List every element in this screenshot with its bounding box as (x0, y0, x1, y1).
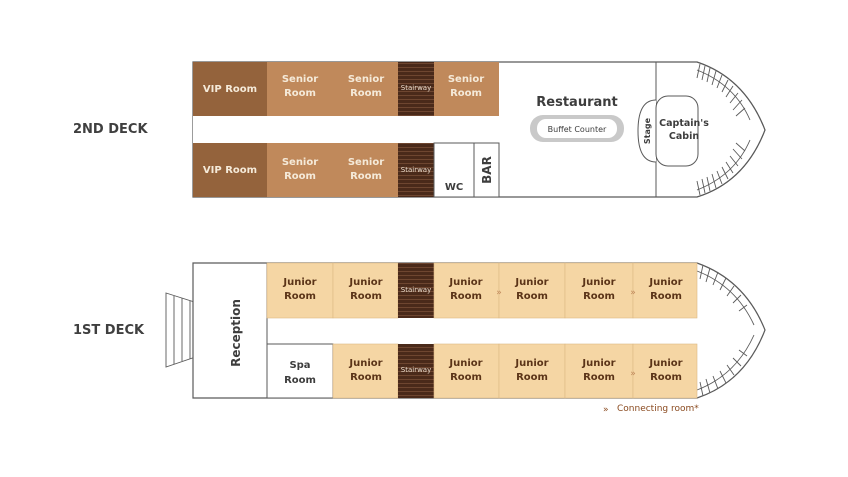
junior-room-top-3-label-line2: Room (450, 291, 482, 302)
spa-room-label-line1: Spa (289, 360, 310, 371)
second-deck: 2ND DECK VIP Room Senior Room Senior Roo… (73, 61, 766, 198)
reception-label: Reception (229, 299, 243, 367)
stage (637, 99, 657, 163)
captains-cabin-label-line2: Cabin (669, 131, 699, 142)
senior-room-2-label-line1: Senior (348, 74, 384, 85)
bar-label: BAR (480, 156, 494, 184)
junior-room-bottom-5-label-line1: Junior (648, 358, 682, 369)
junior-room-top-6-label-line1: Junior (648, 277, 682, 288)
junior-room-top-4-label-line1: Junior (514, 277, 548, 288)
buffet-counter-inner (537, 119, 617, 138)
stairway-first-bottom-label: Stairway (401, 366, 431, 374)
senior-room-3-label-line1: Senior (448, 74, 484, 85)
stairway-first-bottom (398, 344, 434, 398)
junior-room-bottom-5[interactable] (632, 343, 698, 399)
junior-room-bottom-2-label-line1: Junior (448, 358, 482, 369)
junior-room-top-4-label-line2: Room (516, 291, 548, 302)
connecting-room-legend-label: Connecting room* (617, 404, 699, 414)
junior-room-bottom-4-label-line2: Room (583, 372, 615, 383)
buffet-counter-label: Buffet Counter (548, 125, 607, 134)
junior-room-top-4[interactable] (498, 262, 566, 319)
vip-room-bottom-label: VIP Room (203, 165, 257, 176)
junior-room-bottom-4-label-line1: Junior (581, 358, 615, 369)
junior-room-bottom-1[interactable] (332, 343, 399, 399)
second-deck-label: 2ND DECK (73, 122, 148, 137)
junior-room-bottom-1-label-line2: Room (350, 372, 382, 383)
senior-room-2-label-line2: Room (350, 88, 382, 99)
vip-room-bottom[interactable] (193, 143, 267, 197)
vip-room-top[interactable] (193, 62, 267, 116)
second-deck-bow-rails (696, 61, 766, 198)
junior-room-top-6-label-line2: Room (650, 291, 682, 302)
stage-label: Stage (643, 117, 652, 144)
junior-room-top-3[interactable] (433, 262, 500, 319)
first-deck-label: 1ST DECK (73, 323, 145, 338)
senior-room-3-label-line2: Room (450, 88, 482, 99)
junior-room-bottom-1-label-line1: Junior (348, 358, 382, 369)
senior-room-1[interactable] (267, 62, 333, 116)
junior-room-bottom-4[interactable] (564, 343, 634, 399)
senior-room-5-label-line1: Senior (348, 157, 384, 168)
bar-room[interactable] (473, 142, 500, 198)
restaurant-label: Restaurant (536, 95, 617, 110)
junior-room-top-1-label-line1: Junior (282, 277, 316, 288)
junior-room-top-1-label-line2: Room (284, 291, 316, 302)
junior-room-top-2-label-line2: Room (350, 291, 382, 302)
stairway-first-top-label: Stairway (401, 286, 431, 294)
legend: » Connecting room* (603, 404, 699, 415)
junior-room-bottom-3[interactable] (498, 343, 566, 399)
wc-label: WC (445, 182, 463, 193)
senior-room-4[interactable] (267, 143, 333, 197)
senior-room-4-label-line2: Room (284, 171, 316, 182)
stairway-second-bottom-label: Stairway (401, 166, 431, 174)
first-deck: 1ST DECK Reception Junior Room Junior Ro… (73, 262, 766, 399)
stairway-second-bottom (398, 143, 434, 197)
connecting-arrow-icon: » (496, 288, 502, 298)
vip-room-top-label: VIP Room (203, 84, 257, 95)
captains-cabin[interactable] (655, 95, 699, 167)
senior-room-1-label-line2: Room (284, 88, 316, 99)
senior-room-5-label-line2: Room (350, 171, 382, 182)
spa-room-label-line2: Room (284, 375, 316, 386)
junior-room-bottom-2[interactable] (433, 343, 500, 399)
spa-room[interactable] (266, 343, 334, 399)
second-deck-corridor (193, 116, 499, 143)
junior-room-top-2[interactable] (332, 262, 399, 319)
junior-room-top-6[interactable] (632, 262, 698, 319)
senior-room-4-label-line1: Senior (282, 157, 318, 168)
junior-room-top-5-label-line1: Junior (581, 277, 615, 288)
first-deck-bow-rails (696, 264, 755, 397)
senior-room-1-label-line1: Senior (282, 74, 318, 85)
stairway-first-top (398, 263, 434, 318)
junior-room-bottom-3-label-line2: Room (516, 372, 548, 383)
connecting-arrow-icon: » (603, 405, 609, 415)
senior-room-2[interactable] (333, 62, 398, 116)
junior-room-top-1[interactable] (266, 262, 334, 319)
connecting-arrow-icon: » (630, 369, 636, 379)
junior-room-top-5-label-line2: Room (583, 291, 615, 302)
junior-room-top-3-label-line1: Junior (448, 277, 482, 288)
stairway-second-top (398, 62, 434, 116)
captains-cabin-label-line1: Captain's (659, 118, 709, 129)
junior-room-bottom-2-label-line2: Room (450, 372, 482, 383)
senior-room-3[interactable] (434, 62, 499, 116)
connecting-arrow-icon: » (630, 288, 636, 298)
junior-room-bottom-5-label-line2: Room (650, 372, 682, 383)
junior-room-top-2-label-line1: Junior (348, 277, 382, 288)
junior-room-bottom-3-label-line1: Junior (514, 358, 548, 369)
senior-room-5[interactable] (333, 143, 398, 197)
junior-room-top-5[interactable] (564, 262, 634, 319)
wc-room[interactable] (433, 142, 475, 198)
stairway-second-top-label: Stairway (401, 84, 431, 92)
